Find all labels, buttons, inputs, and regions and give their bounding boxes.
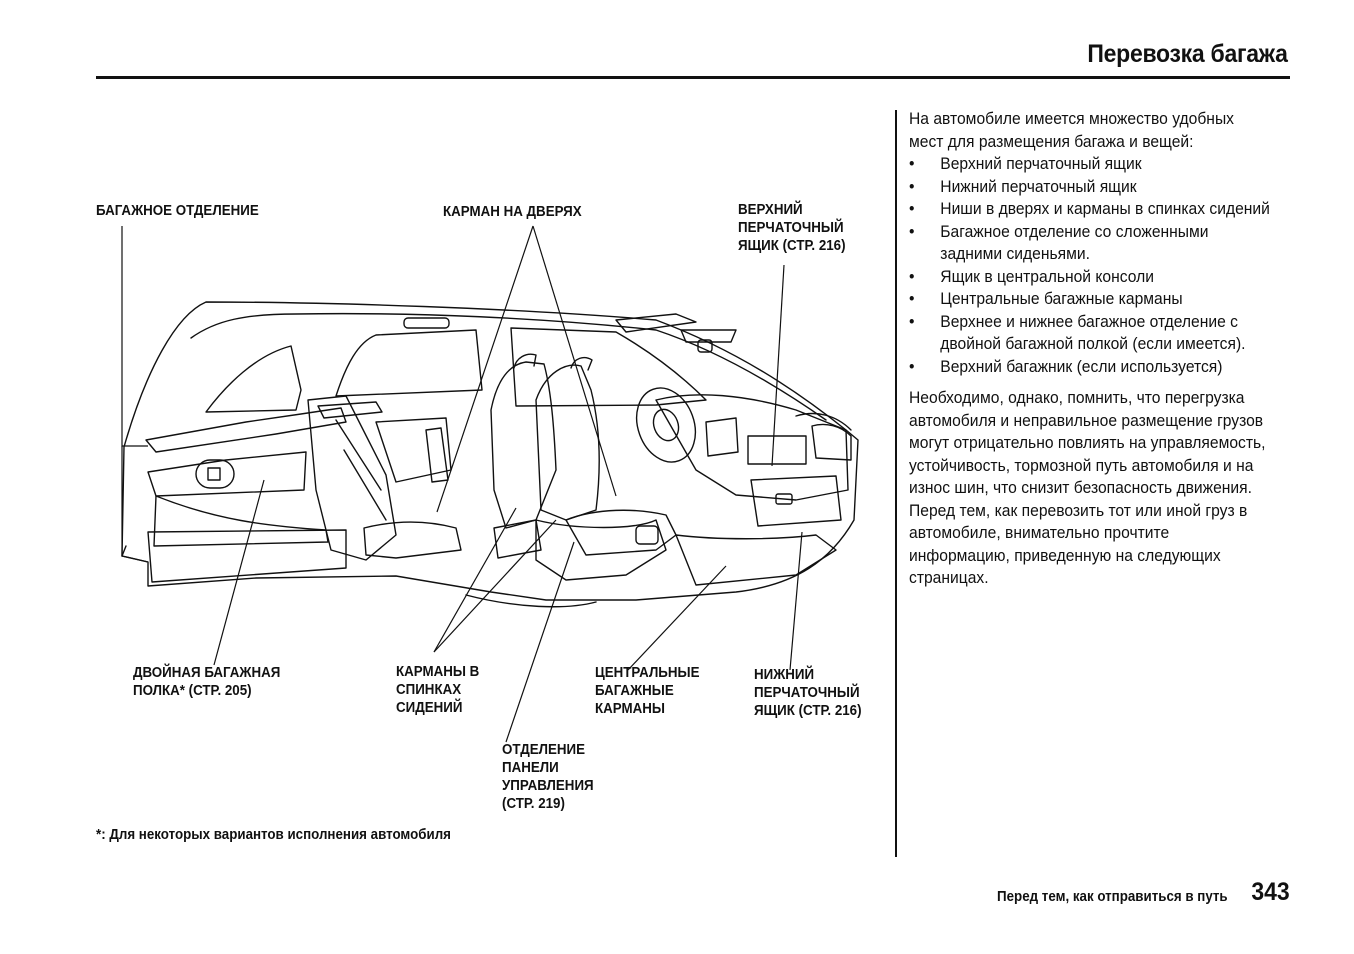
callout-console-compartment: ОТДЕЛЕНИЕ ПАНЕЛИ УПРАВЛЕНИЯ (СТР. 219) [502, 742, 594, 812]
callout-double-shelf: ДВОЙНАЯ БАГАЖНАЯ ПОЛКА* (СТР. 205) [133, 665, 281, 699]
body-text: На автомобиле имеется множество удобных … [909, 108, 1272, 590]
callout-seatback-pockets: КАРМАНЫ В СПИНКАХ СИДЕНИЙ [396, 664, 480, 716]
car-interior-illustration [121, 225, 859, 743]
callout-upper-glovebox: ВЕРХНИЙ ПЕРЧАТОЧНЫЙ ЯЩИК (СТР. 216) [738, 202, 846, 254]
footer-section-label: Перед тем, как отправиться в путь [997, 889, 1228, 905]
intro-paragraph: На автомобиле имеется множество удобных … [909, 109, 1235, 151]
storage-list: •Верхний перчаточный ящик •Нижний перчат… [909, 153, 1272, 378]
bullet-icon: • [909, 199, 915, 218]
page-number: 343 [1251, 878, 1290, 906]
list-item: •Верхний багажник (если используется) [909, 356, 1272, 379]
bullet-icon: • [909, 356, 915, 376]
callout-lower-glovebox: НИЖНИЙ ПЕРЧАТОЧНЫЙ ЯЩИК (СТР. 216) [754, 667, 862, 719]
list-item: •Верхний перчаточный ящик [909, 153, 1272, 176]
callout-cargo-area: БАГАЖНОЕ ОТДЕЛЕНИЕ [96, 203, 259, 219]
bullet-icon: • [909, 176, 915, 196]
warning-paragraph: Необходимо, однако, помнить, что перегру… [909, 388, 1266, 587]
cargo-diagram: БАГАЖНОЕ ОТДЕЛЕНИЕ КАРМАН НА ДВЕРЯХ ВЕРХ… [96, 190, 886, 830]
bullet-icon: • [909, 311, 915, 331]
list-item: •Верхнее и нижнее багажное отделение с д… [909, 311, 1246, 354]
callout-center-pockets: ЦЕНТРАЛЬНЫЕ БАГАЖНЫЕ КАРМАНЫ [595, 665, 700, 717]
bullet-icon: • [909, 154, 915, 173]
bullet-icon: • [909, 289, 915, 308]
list-item: •Ниши в дверях и карманы в спинках сиден… [909, 198, 1272, 221]
bullet-icon: • [909, 266, 915, 286]
column-divider [895, 110, 897, 857]
bullet-icon: • [909, 221, 915, 241]
list-item: •Багажное отделение со сложенными задним… [909, 221, 1209, 264]
footnote: *: Для некоторых вариантов исполнения ав… [96, 827, 451, 843]
list-item: •Ящик в центральной консоли [909, 266, 1272, 289]
list-item: •Нижний перчаточный ящик [909, 176, 1272, 199]
callout-door-pocket: КАРМАН НА ДВЕРЯХ [443, 204, 582, 220]
list-item: •Центральные багажные карманы [909, 288, 1272, 311]
page-title: Перевозка багажа [1087, 40, 1288, 68]
title-rule [96, 76, 1290, 79]
